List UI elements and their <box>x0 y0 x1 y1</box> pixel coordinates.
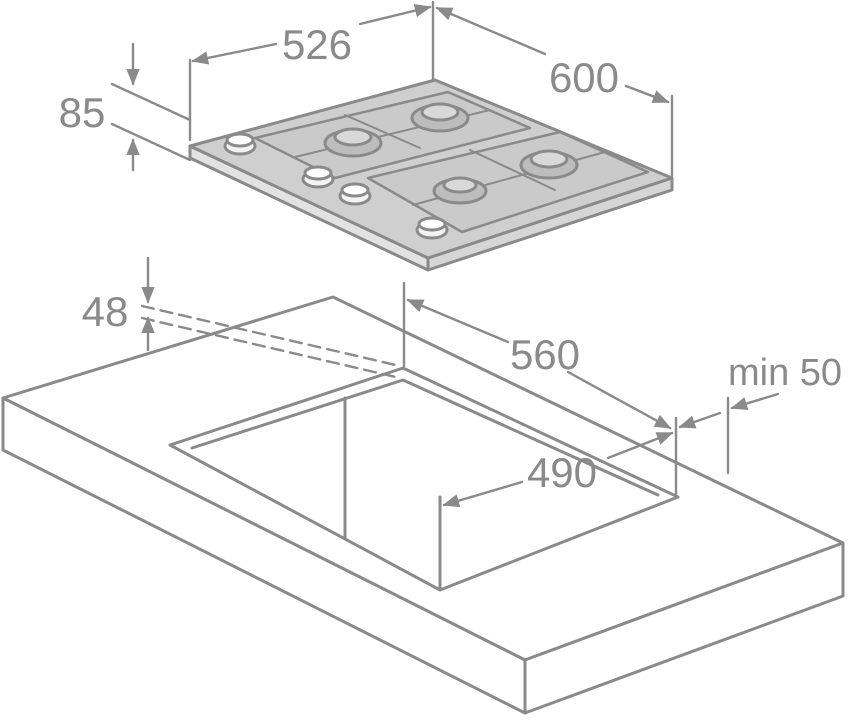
dim-line-560-right <box>566 370 672 430</box>
dimension-label-526: 526 <box>282 21 352 68</box>
dim-arrow-min50-left <box>678 411 722 429</box>
burner-back-left <box>323 127 383 158</box>
dimension-lines <box>110 0 780 508</box>
dimension-label-490: 490 <box>527 449 597 496</box>
dim-arrow-min50-right <box>730 392 780 411</box>
dimension-label-48: 48 <box>82 288 129 335</box>
dim-line-526-left <box>191 42 278 65</box>
dim-line-490-left <box>442 480 524 508</box>
burner-back-right <box>410 102 470 133</box>
dashed-line-48-bottom <box>140 316 402 380</box>
dashed-line-48-top <box>140 304 402 368</box>
countertop-side-face <box>523 541 845 715</box>
cutout-outline <box>168 366 680 592</box>
extension-line-85-bottom <box>110 122 192 162</box>
dimension-label-560: 560 <box>510 331 580 378</box>
dim-line-600-right <box>624 84 670 104</box>
dimension-label-600: 600 <box>549 54 619 101</box>
pan-support-bar <box>469 149 556 191</box>
burner-front-right <box>519 149 579 180</box>
pan-support-front <box>366 130 650 234</box>
cutout-inner-back-wall <box>190 378 660 497</box>
dim-line-526-right <box>358 4 432 26</box>
control-knob-1 <box>223 132 257 156</box>
burner-front-left <box>432 176 488 205</box>
control-knob-2 <box>301 165 335 189</box>
control-knob-3 <box>338 182 372 206</box>
dim-line-600-left <box>435 6 547 56</box>
dim-line-560-left <box>406 298 510 344</box>
dim-line-490-right <box>606 431 674 460</box>
dimension-label-min-50: min 50 <box>728 352 842 394</box>
pan-support-bar <box>344 114 421 149</box>
extension-line-85-top <box>110 82 192 122</box>
dimension-label-85: 85 <box>59 89 106 136</box>
gas-hob <box>188 78 674 272</box>
control-knob-4 <box>415 216 449 240</box>
countertop-cutout <box>168 366 680 592</box>
